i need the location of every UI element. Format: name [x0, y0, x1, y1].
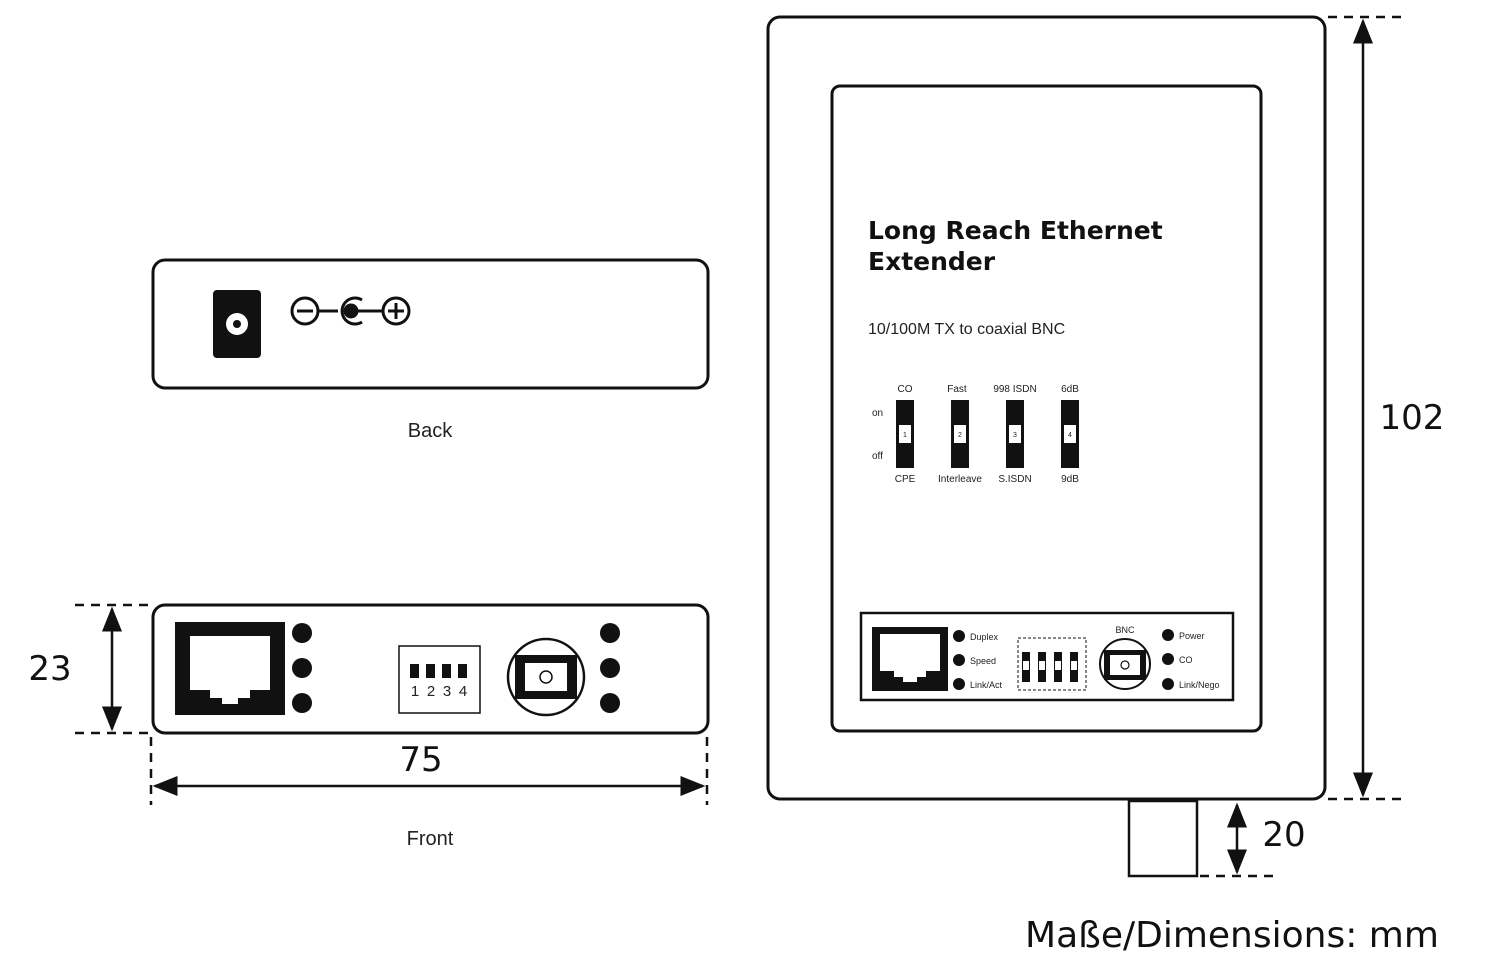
front-view-label: Front — [407, 828, 454, 850]
product-title-line1: Long Reach Ethernet — [868, 216, 1163, 245]
dip-number: 2 — [427, 683, 435, 700]
rj45-port-icon — [175, 622, 285, 715]
polarity-symbol-icon — [290, 296, 411, 326]
led-label: Speed — [970, 656, 996, 666]
switch-top-label: 998 ISDN — [993, 384, 1036, 395]
switch-number: 1 — [903, 432, 907, 439]
switch-number: 3 — [1013, 432, 1017, 439]
dip-switch-2: Fast 2 Interleave — [938, 384, 982, 485]
product-title-line2: Extender — [868, 247, 996, 276]
bnc-label: BNC — [1115, 625, 1135, 635]
switch-top-label: Fast — [947, 384, 967, 395]
top-view: Long Reach Ethernet Extender 10/100M TX … — [766, 15, 1327, 878]
dip-switch-3: 998 ISDN 3 S.ISDN — [993, 384, 1036, 485]
led-indicator — [600, 693, 620, 713]
length-dimension — [1328, 15, 1405, 801]
led-indicator — [292, 623, 312, 643]
switch-top-label: 6dB — [1061, 384, 1079, 395]
back-panel — [151, 258, 710, 390]
bnc-connector-stub — [1127, 799, 1199, 878]
led-co — [1162, 653, 1174, 665]
dip-number: 3 — [443, 683, 451, 700]
bnc-connector-icon — [506, 637, 586, 717]
front-leds-right — [600, 623, 620, 713]
switch-bottom-label: 9dB — [1061, 474, 1079, 485]
front-view: 1 2 3 4 Front — [151, 603, 710, 850]
led-indicator — [292, 658, 312, 678]
led-link-nego — [1162, 678, 1174, 690]
height-value: 23 — [28, 649, 71, 689]
led-indicator — [600, 623, 620, 643]
device-label-plate — [830, 84, 1263, 733]
back-view: Back — [151, 258, 710, 442]
led-label: Duplex — [970, 632, 999, 642]
back-view-label: Back — [408, 420, 453, 442]
led-duplex — [953, 630, 965, 642]
led-label: CO — [1179, 655, 1193, 665]
height-dimension — [75, 603, 152, 735]
dip-number: 1 — [411, 683, 419, 700]
led-speed — [953, 654, 965, 666]
front-dip-switch: 1 2 3 4 — [398, 645, 481, 714]
switch-top-label: CO — [898, 384, 913, 395]
connector-value: 20 — [1262, 815, 1305, 855]
units-caption: Maße/Dimensions: mm — [1025, 915, 1439, 956]
switch-off-label: off — [872, 451, 883, 462]
mini-dip-switch — [1017, 637, 1087, 691]
dip-switch-1: CO 1 CPE — [895, 384, 916, 485]
dip-switch-4: 6dB 4 9dB — [1061, 384, 1079, 485]
dip-number: 4 — [459, 683, 467, 700]
switch-bottom-label: Interleave — [938, 474, 982, 485]
product-subtitle: 10/100M TX to coaxial BNC — [868, 321, 1065, 338]
switch-number: 4 — [1068, 432, 1072, 439]
led-label: Link/Act — [970, 680, 1003, 690]
led-indicator — [292, 693, 312, 713]
connector-dimension — [1200, 802, 1280, 878]
width-value: 75 — [399, 740, 442, 780]
led-label: Power — [1179, 631, 1205, 641]
switch-bottom-label: CPE — [895, 474, 916, 485]
led-link-act — [953, 678, 965, 690]
width-dimension — [149, 737, 709, 805]
mini-bnc-icon — [1099, 638, 1151, 690]
led-power — [1162, 629, 1174, 641]
length-value: 102 — [1380, 398, 1445, 438]
switch-bottom-label: S.ISDN — [998, 474, 1031, 485]
front-leds-left — [292, 623, 312, 713]
led-indicator — [600, 658, 620, 678]
led-label: Link/Nego — [1179, 680, 1220, 690]
switch-on-label: on — [872, 408, 883, 419]
label-front-panel: Duplex Speed Link/Act BNC — [859, 611, 1235, 702]
switch-number: 2 — [958, 432, 962, 439]
